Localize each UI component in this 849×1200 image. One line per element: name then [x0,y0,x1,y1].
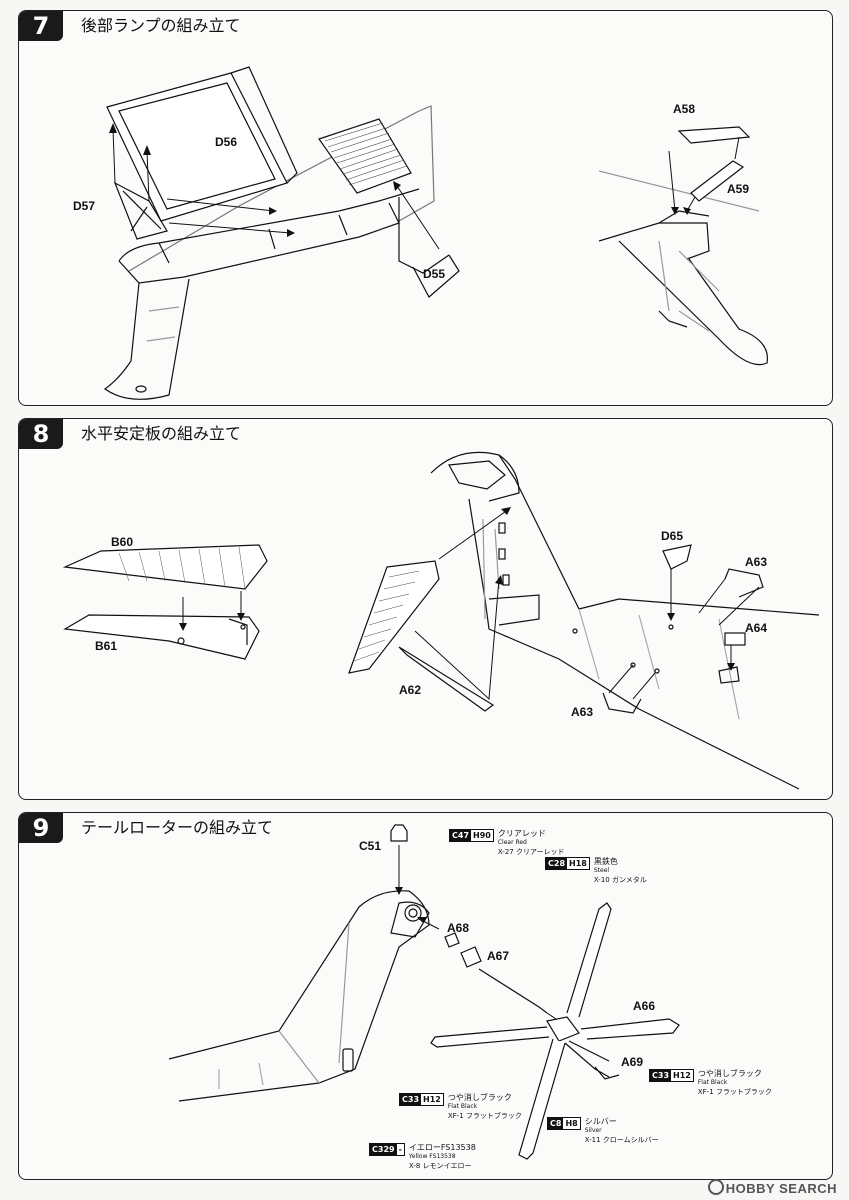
step-8-panel: 8 水平安定板の組み立て [18,418,833,800]
step-9-illustration [168,824,680,1160]
step-title: 水平安定板の組み立て [81,424,242,443]
step-title: テールローターの組み立て [81,818,274,837]
part-label: B60 [111,535,134,549]
part-label: A63 [571,705,594,719]
step-number: 8 [19,419,63,449]
part-label: D57 [73,199,96,213]
step-title: 後部ランプの組み立て [81,16,241,35]
paint-callout: C329- イエローFS13538 Yellow FS13538 X-8 レモン… [369,1143,476,1171]
part-label: A68 [447,921,470,935]
part-label: D56 [215,135,238,149]
part-label: A66 [633,999,656,1013]
part-label: A58 [673,102,696,116]
part-label: A69 [621,1055,644,1069]
part-label: C51 [359,839,382,853]
part-label: A59 [727,182,750,196]
step-number: 9 [19,813,63,843]
step-number: 7 [19,11,63,41]
part-label: A63 [745,555,768,569]
part-label: A67 [487,949,510,963]
step-7-illustration [103,66,769,400]
watermark-logo-icon [707,1179,724,1195]
watermark: HOBBY SEARCH [707,1179,837,1196]
step-9-panel: 9 テールローターの組み立て [18,812,833,1180]
part-label: D55 [423,267,446,281]
part-label: A64 [745,621,768,635]
step-7-panel: 7 後部ランプの組み立て [18,10,833,406]
part-label: D65 [661,529,684,543]
part-label: B61 [95,639,118,653]
step-8-illustration [62,451,820,790]
part-label: A62 [399,683,422,697]
